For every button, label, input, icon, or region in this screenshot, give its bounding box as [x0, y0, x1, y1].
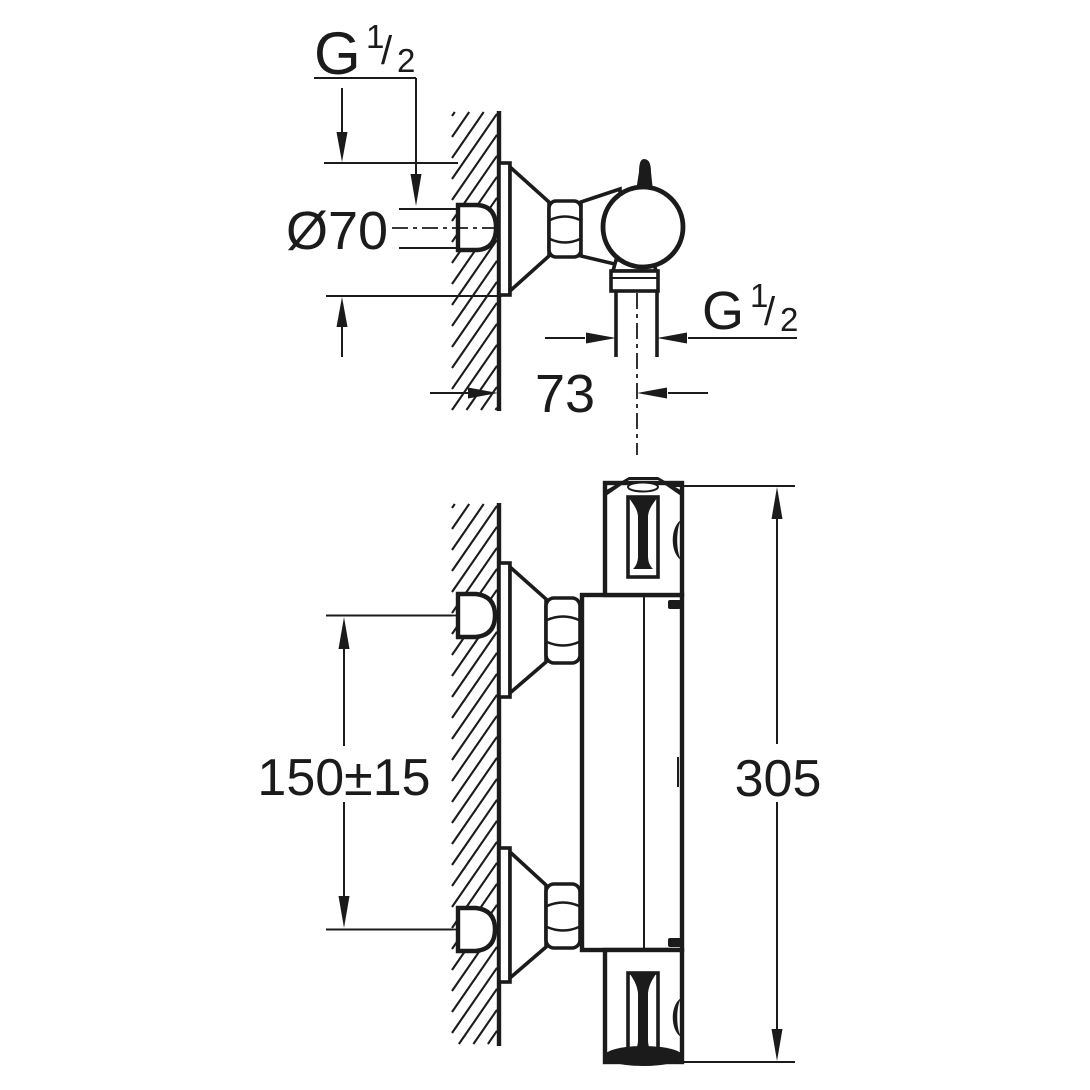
dim-inlet-spacing: 150±15 — [257, 617, 431, 928]
label-inlet-thread-slash: / — [381, 29, 393, 73]
hatch-line — [451, 281, 498, 348]
hatch-line — [451, 503, 471, 530]
arrowhead-left — [657, 332, 687, 344]
hatch-line — [451, 757, 498, 824]
hatch-line — [451, 778, 498, 845]
nut-facet-line — [549, 237, 581, 244]
label-inlet-thread-den: 2 — [397, 42, 415, 79]
hatch-line — [451, 841, 498, 908]
handle-grip-groove-upper — [629, 498, 657, 569]
label-wall-offset: 73 — [535, 364, 595, 424]
hatch-line — [480, 386, 498, 411]
hatch-line — [451, 505, 498, 572]
label-inlet-thread-G: G — [314, 20, 361, 87]
thermostat-head-side — [600, 184, 686, 270]
hatch-line — [451, 967, 498, 1034]
handle-cap-highlight — [627, 481, 659, 493]
hatch-line — [472, 1009, 498, 1045]
dim-wall-offset: 73 — [430, 364, 708, 424]
escutcheon-cone-upper — [508, 562, 548, 697]
nut-facet-line — [546, 615, 580, 622]
wall-union-upper — [455, 591, 498, 640]
hatch-line — [451, 526, 498, 593]
hatch-line — [451, 715, 498, 782]
hatch-line — [451, 503, 485, 551]
hatch-line — [451, 111, 485, 159]
dim-overall-height: 305 — [660, 485, 822, 1063]
nut-facet-line — [549, 215, 581, 222]
label-inlet-thread-num: 1 — [366, 18, 384, 55]
nut-facet-line — [546, 925, 580, 932]
hatch-line — [451, 673, 498, 740]
arrowhead-up — [336, 297, 348, 327]
escutcheon-cone-lower — [508, 847, 548, 982]
dim-outlet-thread: G 1 / 2 — [545, 277, 798, 344]
mixer-body — [579, 592, 685, 953]
hatch-line — [451, 946, 498, 1013]
wall-hatching-front — [451, 503, 498, 1045]
hatch-line — [451, 113, 498, 180]
control-lever-icon — [636, 159, 653, 191]
hatch-line — [451, 323, 498, 390]
hatch-line — [494, 407, 498, 411]
hatch-line — [451, 302, 498, 369]
hatch-line — [451, 260, 498, 327]
hatch-line — [451, 694, 498, 761]
union-nut-lower — [544, 882, 582, 950]
body-mark-top — [668, 600, 681, 609]
escutcheon-cone-side — [508, 162, 551, 296]
wall-hatching-side — [451, 111, 498, 411]
side-view: G 1 / 2 Ø70 G 1 / 2 — [286, 18, 798, 455]
dim-escutcheon-diameter: Ø70 — [286, 88, 502, 357]
hatch-line — [451, 820, 498, 887]
hatch-line — [458, 988, 498, 1045]
union-nut-upper — [544, 596, 582, 665]
hatch-line — [451, 111, 471, 138]
arrowhead-right — [586, 332, 616, 344]
arrowhead-down — [336, 132, 348, 162]
hatch-line — [451, 736, 498, 803]
front-view: 150±15 305 — [257, 477, 821, 1066]
hatch-line — [451, 631, 498, 698]
handle-side-crescent-upper — [672, 520, 681, 560]
hatch-line — [451, 503, 456, 509]
label-outlet-thread-num: 1 — [750, 277, 768, 314]
label-escutcheon-diameter: Ø70 — [286, 201, 388, 261]
nut-facet-line — [546, 640, 580, 647]
hatch-line — [451, 799, 498, 866]
arrowhead-right — [468, 387, 498, 399]
arrowhead-up — [771, 487, 783, 519]
hatch-line — [451, 134, 498, 201]
wall-union-lower — [455, 905, 498, 954]
handle-top-cap — [603, 477, 684, 498]
arrowhead-down — [410, 174, 422, 206]
handle-grip-groove-lower — [630, 974, 656, 1053]
label-outlet-thread-G: G — [702, 281, 744, 341]
hatch-line — [465, 365, 498, 411]
dim-inlet-thread: G 1 / 2 — [314, 18, 422, 206]
nut-facet-line — [546, 901, 580, 908]
label-overall-height: 305 — [735, 750, 822, 808]
hatch-line — [487, 1030, 498, 1045]
label-outlet-thread-slash: / — [764, 290, 776, 334]
handle-side-crescent-lower — [672, 998, 681, 1037]
hatch-line — [451, 111, 456, 117]
label-outlet-thread-den: 2 — [780, 301, 798, 338]
arrowhead-up — [338, 617, 350, 649]
arrowhead-left — [637, 387, 667, 399]
label-inlet-spacing: 150±15 — [257, 749, 430, 807]
hatch-line — [451, 344, 498, 411]
arrowhead-down — [338, 896, 350, 928]
arrowhead-down — [771, 1029, 783, 1061]
outlet-collar-side — [609, 269, 660, 293]
hatch-line — [451, 652, 498, 719]
hatch-line — [451, 239, 498, 306]
body-mark-bottom — [668, 938, 681, 947]
union-nut-side — [547, 199, 583, 259]
